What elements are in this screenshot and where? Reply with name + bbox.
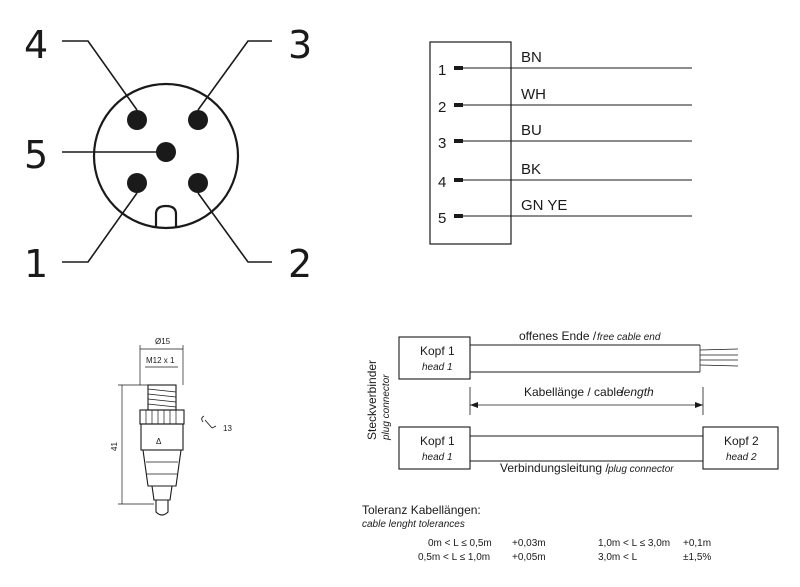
pin-2-leader (197, 192, 272, 263)
pin-2-contact (188, 173, 208, 193)
wiring-connector-box (429, 41, 512, 245)
pin-label-5: 5 (24, 133, 48, 177)
wiring-pin-1-stub (454, 66, 463, 70)
wire-1-color: BN (521, 49, 542, 66)
tolerance-range-3: 1,0m < L ≤ 3,0m (598, 538, 670, 549)
bottom-head2-box (702, 426, 779, 470)
top-head1-box (398, 336, 471, 380)
pin-4-contact (127, 110, 147, 130)
tolerance-range-2: 0,5m < L ≤ 1,0m (418, 552, 490, 563)
open-end-label-en: free cable end (597, 332, 661, 343)
connector-face-circle (92, 82, 240, 230)
nut-triangle-mark: Δ (156, 437, 162, 446)
side-label-en: plug connector (381, 374, 392, 441)
pin-3-leader (197, 40, 272, 111)
tolerance-value-4: ±1,5% (683, 552, 711, 563)
wire-5-color: GN YE (521, 197, 567, 214)
tolerance-value-1: +0,03m (512, 538, 546, 549)
open-end-label-de: offenes Ende / (519, 329, 597, 343)
grip-body (142, 449, 182, 487)
tolerance-range-4: 3,0m < L (598, 552, 638, 563)
tolerance-title-en: cable lenght tolerances (362, 519, 465, 530)
pin-4-leader (62, 40, 138, 111)
wiring-pin-3-stub (454, 139, 463, 143)
pinout-face-view: 4 3 5 1 2 (24, 23, 312, 286)
wiring-pin-4-stub (454, 178, 463, 182)
wire-2-color: WH (521, 86, 546, 103)
wiring-pin-2: 2 (438, 99, 446, 116)
length-label-de: Kabellänge / cable (524, 385, 623, 399)
tolerance-value-2: +0,05m (512, 552, 546, 563)
bottom-head2-en: head 2 (726, 452, 757, 463)
length-label-en: length (621, 385, 654, 399)
pin-label-2: 2 (288, 242, 312, 286)
tolerance-table: Toleranz Kabellängen: cable lenght toler… (362, 503, 711, 563)
connection-label-en: plug connector (607, 464, 674, 475)
pin-label-3: 3 (288, 23, 312, 67)
wire-3-color: BU (521, 122, 542, 139)
wiring-pin-2-stub (454, 103, 463, 107)
cable-schematic: Steckverbinder plug connector Kopf 1 hea… (365, 329, 779, 475)
top-head1-en: head 1 (422, 362, 453, 373)
side-label-de: Steckverbinder (365, 360, 379, 440)
bottom-head1-box (398, 426, 471, 470)
strain-relief (151, 485, 173, 501)
top-head1-de: Kopf 1 (420, 344, 455, 358)
wiring-pin-5-stub (454, 214, 463, 218)
dim-length-label: 41 (110, 442, 119, 451)
bottom-head1-en: head 1 (422, 452, 453, 463)
pin-5-contact (156, 142, 176, 162)
coupling-nut-body (140, 423, 184, 451)
tolerance-title-de: Toleranz Kabellängen: (362, 503, 481, 517)
wiring-diagram: 1 BN 2 WH 3 BU 4 BK 5 GN YE (429, 41, 692, 245)
bottom-head2-de: Kopf 2 (724, 434, 759, 448)
dim-diameter-label: Ø15 (155, 337, 171, 346)
coding-key-notch (154, 204, 178, 228)
wrench-icon (201, 415, 217, 429)
pin-3-contact (188, 110, 208, 130)
pin-1-contact (127, 173, 147, 193)
pin-1-leader (62, 192, 138, 263)
wiring-pin-3: 3 (438, 135, 446, 152)
pin-label-4: 4 (24, 23, 48, 67)
dim-thread-label: M12 x 1 (146, 356, 175, 365)
cable-stub (155, 499, 169, 516)
free-wire-ends (699, 348, 739, 367)
wiring-pin-1: 1 (438, 62, 446, 79)
wire-4-color: BK (521, 161, 541, 178)
tolerance-value-3: +0,1m (683, 538, 711, 549)
length-arrow-right (695, 402, 703, 408)
tolerance-range-1: 0m < L ≤ 0,5m (428, 538, 492, 549)
pin-label-1: 1 (24, 242, 48, 286)
length-arrow-left (470, 402, 478, 408)
wiring-pin-4: 4 (438, 174, 446, 191)
connection-label-de: Verbindungsleitung / (500, 461, 609, 475)
dim-wrench-label: 13 (223, 424, 232, 433)
thread-hatching (147, 388, 177, 408)
knurl-lines (145, 410, 177, 424)
knurled-nut (139, 409, 185, 425)
connector-side-view: Ø15 M12 x 1 Δ (110, 337, 232, 516)
bottom-head1-de: Kopf 1 (420, 434, 455, 448)
wiring-pin-5: 5 (438, 210, 446, 227)
